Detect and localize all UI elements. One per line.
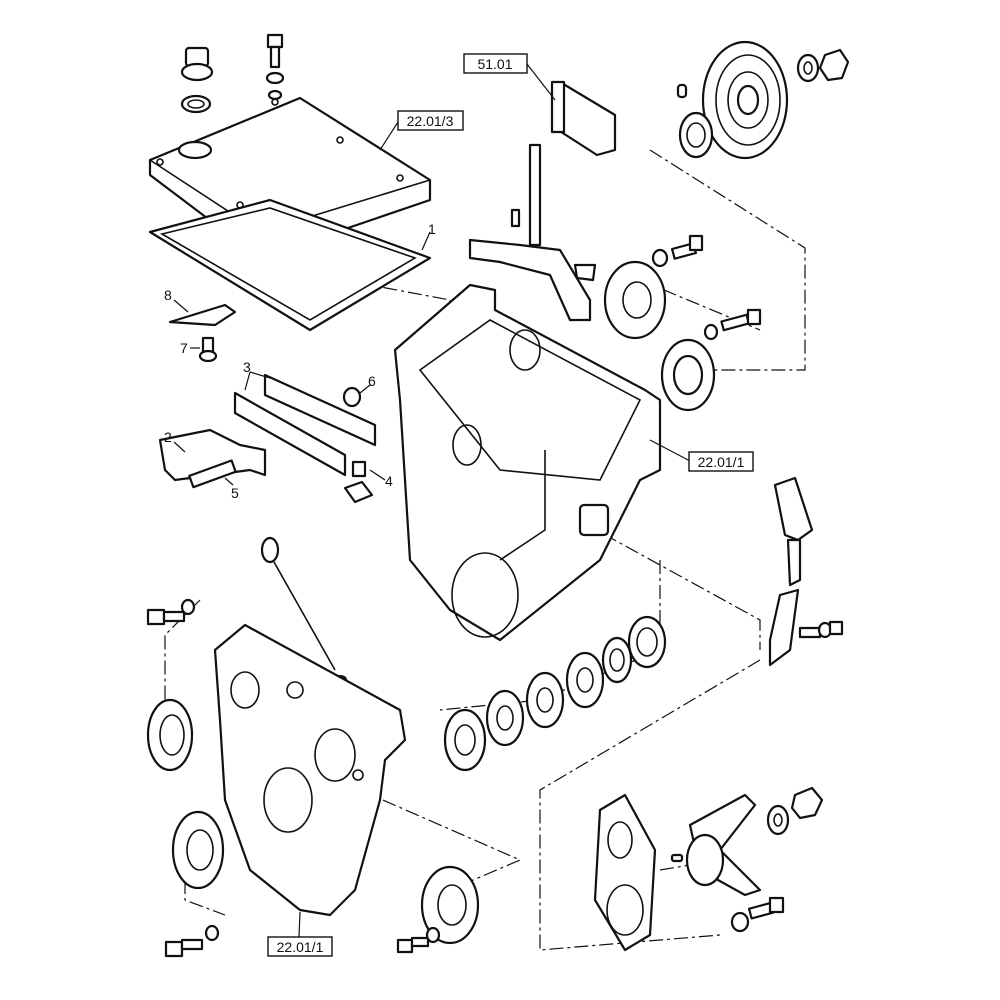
ref-22-01-1-right[interactable]: 22.01/1 [688, 451, 754, 472]
callout-7: 7 [180, 340, 188, 356]
ref-label: 22.01/1 [277, 939, 324, 955]
shift-shaft [468, 143, 597, 322]
shift-lever [768, 476, 844, 667]
callout-2: 2 [164, 429, 172, 445]
ref-label: 22.01/3 [407, 113, 454, 129]
leader-lines [173, 63, 691, 938]
left-flanges [146, 598, 480, 958]
side-cover-housing [213, 623, 407, 917]
ref-label: 51.01 [477, 56, 512, 72]
output-flange [593, 786, 824, 952]
ref-22-01-3[interactable]: 22.01/3 [397, 110, 464, 131]
gasket [148, 198, 432, 332]
filler-plug [180, 46, 214, 114]
ref-22-01-1-bottom[interactable]: 22.01/1 [267, 936, 333, 957]
shift-rails [158, 373, 377, 489]
bearing-washer-stack [443, 615, 667, 772]
callout-5: 5 [231, 485, 239, 501]
small-parts [168, 303, 374, 504]
v-belt-pulley [676, 40, 850, 160]
ref-51-01[interactable]: 51.01 [463, 53, 528, 74]
gearbox-housing [393, 283, 662, 642]
callout-4: 4 [385, 473, 393, 489]
flange-disc [603, 260, 716, 412]
callout-1: 1 [428, 221, 436, 237]
callout-6: 6 [368, 373, 376, 389]
callout-3: 3 [243, 359, 251, 375]
bolts-right [651, 234, 762, 341]
ref-label: 22.01/1 [698, 454, 745, 470]
cover-bolt [265, 33, 285, 101]
callout-8: 8 [164, 287, 172, 303]
shift-plate [550, 80, 617, 157]
